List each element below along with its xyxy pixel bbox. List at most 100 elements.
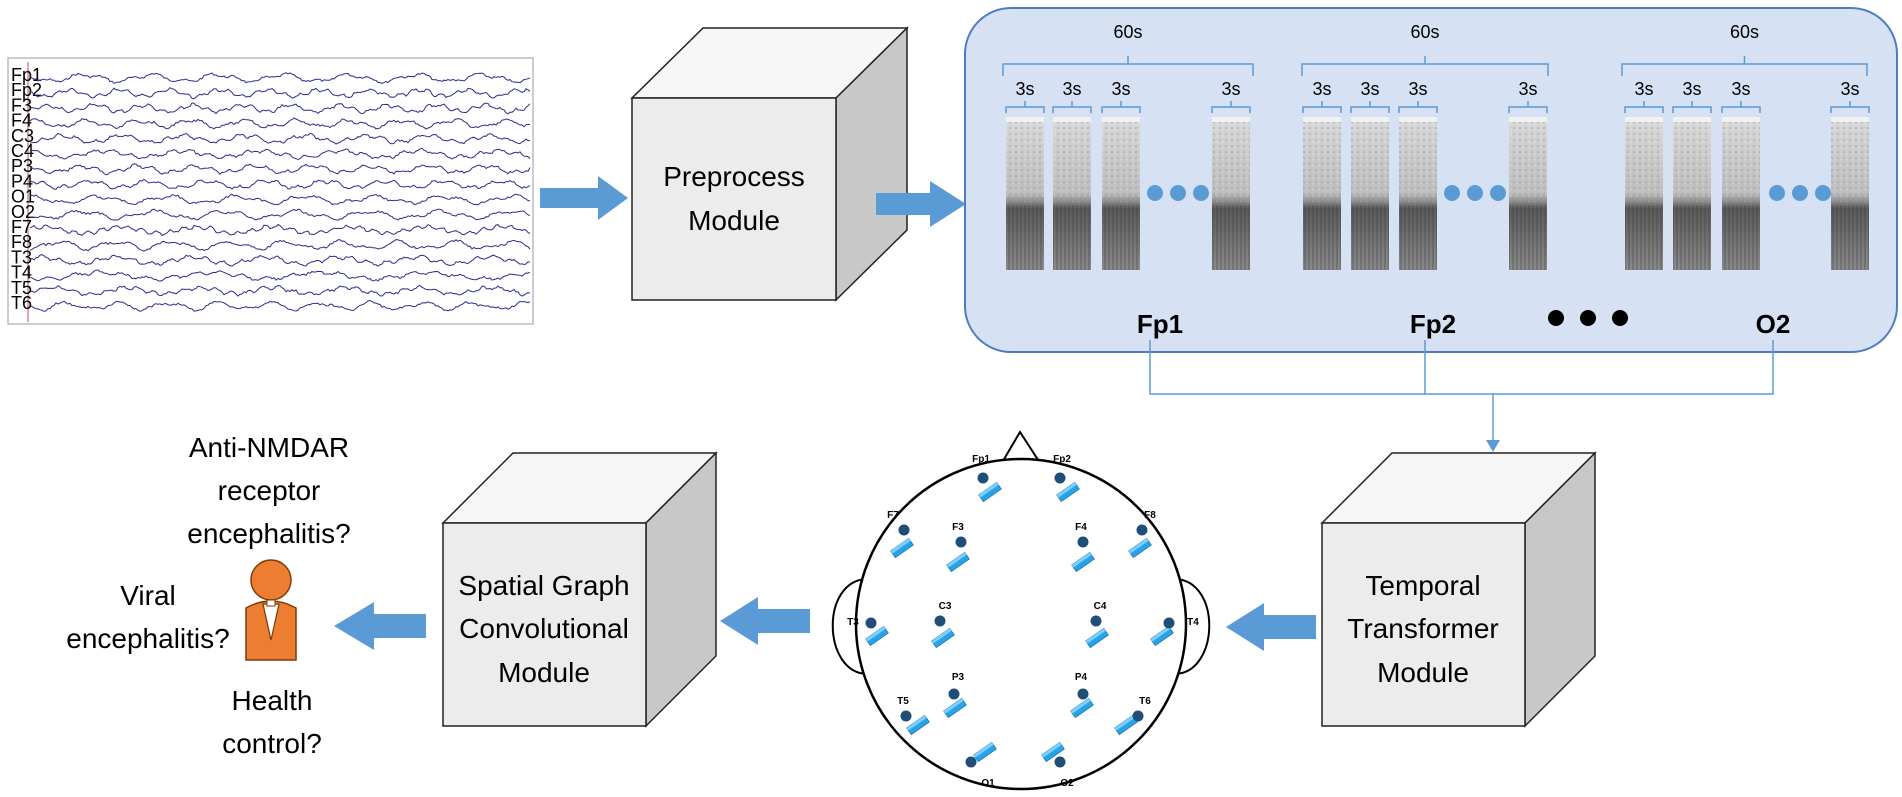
eeg-trace [29,117,531,130]
outcome-health-line1: Health [232,685,313,716]
eeg-channel-label: F4 [11,111,32,131]
channel-group-label: O2 [1756,309,1791,339]
electrode-dot [1090,615,1102,627]
electrode-dot [948,688,960,700]
slice-3s-label: 3s [1634,79,1653,99]
eeg-channel-label: O2 [11,202,35,222]
eeg-trace [29,163,531,176]
outcome-anti-nmdar-line3: encephalitis? [187,518,350,549]
slice-3s-label: 3s [1518,79,1537,99]
electrode-dot [1077,536,1089,548]
eeg-channel-label: T6 [11,293,32,313]
arrow-preprocess-to-segments [876,181,966,227]
eeg-trace [29,193,531,206]
electrode-c4: C4 [1085,601,1109,649]
electrode-label: F3 [952,522,964,533]
electrode-dot [865,617,877,629]
electrode-label: C3 [939,601,952,612]
electrode-t6: T6 [1114,696,1151,736]
spatial-label-line3: Module [498,657,590,688]
temporal-label-line1: Temporal [1365,570,1480,601]
electrode-fp2: Fp2 [1053,454,1080,503]
electrode-dot [1054,472,1066,484]
temporal-module-cube: Temporal Transformer Module [1320,451,1597,728]
electrode-f3: F3 [946,522,970,573]
slice-3s-label: 3s [1840,79,1859,99]
eeg-trace [29,239,531,252]
preprocess-module-cube: Preprocess Module [630,26,909,302]
slice-3s-label: 3s [1111,79,1130,99]
outcome-viral-line2: encephalitis? [66,623,229,654]
eeg-channel-label: C3 [11,126,34,146]
slice-3s-label: 3s [1408,79,1427,99]
segment-ellipsis-dot [1193,185,1209,201]
eeg-trace [29,102,531,115]
eeg-trace [29,285,531,297]
eeg-channel-label: O1 [11,187,35,207]
electrode-dot [1132,710,1144,722]
eeg-channel-label: Fp1 [11,65,42,85]
electrode-fp1: Fp1 [972,454,1002,503]
electrode-f8: F8 [1128,510,1156,559]
electrode-t3: T3 [847,617,889,647]
arrow-spatial-to-outcome [334,602,426,650]
eeg-channel-label: T3 [11,247,32,267]
electrode-label: O2 [1060,778,1074,789]
electrode-dot [934,615,946,627]
slice-3s-label: 3s [1015,79,1034,99]
segment-ellipsis-dot [1444,185,1460,201]
arrow-temporal-to-scalp [1226,603,1316,651]
electrode-t5: T5 [897,696,930,736]
arrow-eeg-to-preprocess [540,176,628,220]
eeg-channel-label: P4 [11,171,33,191]
channel-ellipsis [1548,310,1628,326]
electrode-dot [1077,688,1089,700]
person-icon [245,559,297,661]
slice-3s-label: 3s [1360,79,1379,99]
electrode-dot [900,710,912,722]
arrow-scalp-to-spatial [720,597,810,645]
eeg-trace [29,178,531,190]
electrode-label: T4 [1187,617,1199,628]
eeg-channel-label: C4 [11,141,34,161]
slice-3s-label: 3s [1682,79,1701,99]
window-60s-label: 60s [1730,22,1759,42]
segment-ellipsis-dot [1170,185,1186,201]
temporal-label-line2: Transformer [1347,613,1498,644]
segment-ellipsis-dot [1490,185,1506,201]
electrode-o1: O1 [965,741,997,789]
electrode-label: F7 [887,510,899,521]
channel-group-label: Fp2 [1410,309,1456,339]
electrode-label: Fp1 [972,454,990,465]
spatial-label-line1: Spatial Graph [458,570,629,601]
eeg-channel-label: F7 [11,217,32,237]
spatial-module-cube: Spatial Graph Convolutional Module [441,451,718,728]
electrode-label: O1 [981,778,995,789]
eeg-trace [29,147,531,160]
electrode-dot [965,756,977,768]
eeg-channel-label: P3 [11,156,33,176]
preprocess-label-line2: Module [688,205,780,236]
eeg-trace [29,72,531,84]
slice-3s-label: 3s [1221,79,1240,99]
channel-connector [1149,340,1774,452]
electrode-label: P4 [1075,672,1088,683]
slice-3s-label: 3s [1062,79,1081,99]
electrode-f4: F4 [1071,522,1095,573]
electrode-dot [1163,617,1175,629]
eeg-trace [29,223,531,237]
outcome-group: Anti-NMDAR receptor encephalitis? Viral … [66,432,350,759]
electrode-p4: P4 [1070,672,1094,719]
electrode-c3: C3 [931,601,955,649]
electrode-label: T3 [847,617,859,628]
preprocess-label-line1: Preprocess [663,161,805,192]
electrode-dot [955,536,967,548]
eeg-trace [29,269,531,282]
electrode-f7: F7 [887,510,914,559]
eeg-trace [29,208,531,221]
